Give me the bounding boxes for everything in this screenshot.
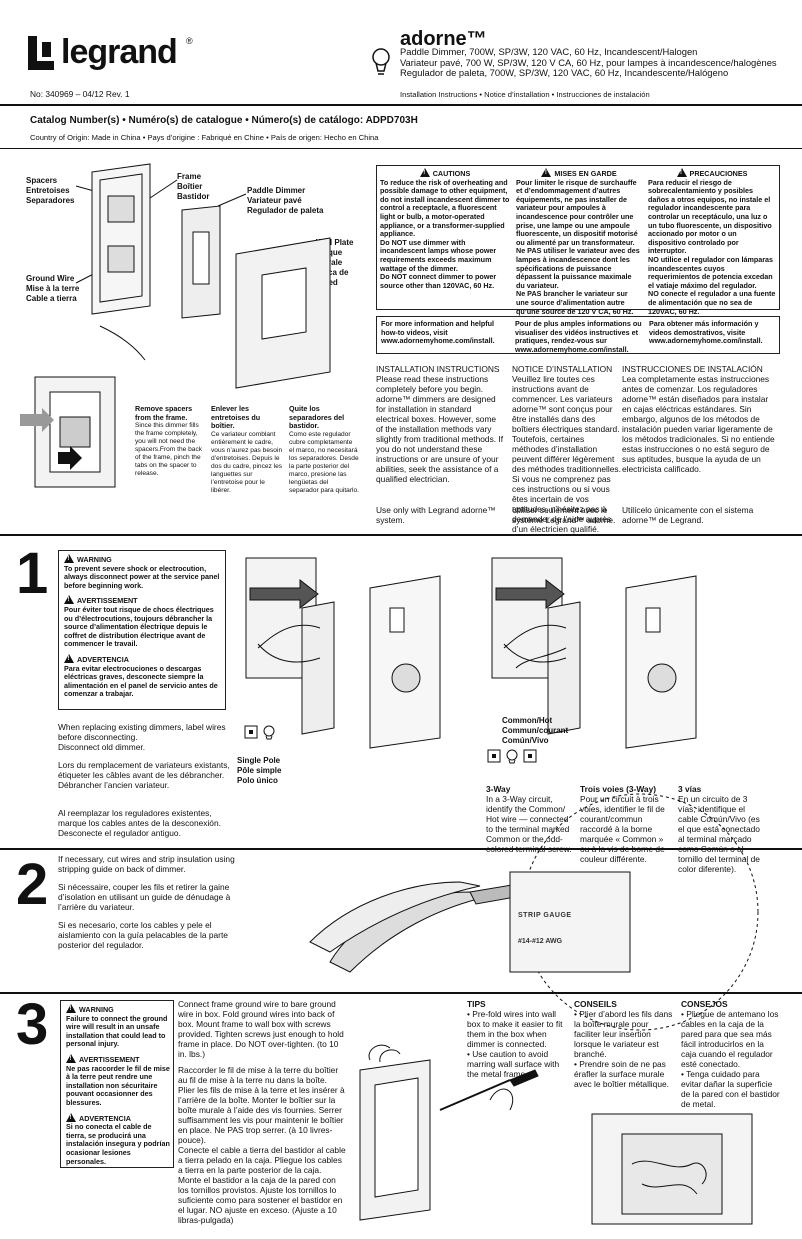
spacers-en: Since this dimmer fills the frame comple… <box>135 422 203 478</box>
threeway-diagram <box>476 548 736 749</box>
parts-diagram: Spacers Entretoises Separadores Frame Bo… <box>0 150 370 389</box>
step1-es: Al reemplazar los reguladores existentes… <box>58 808 221 838</box>
warning-icon <box>541 168 552 177</box>
intro-en-title: INSTALLATION INSTRUCTIONS <box>376 364 500 374</box>
spacers-fr-title: Enlever les entretoises du boîtier. <box>211 404 261 431</box>
tips-en-title: TIPS <box>467 999 486 1009</box>
product-name: adorne™ <box>400 28 487 50</box>
step1-w-es: Para evitar electrocuciones o descargas … <box>64 663 218 699</box>
frame-mount-illustration <box>340 1040 540 1230</box>
use-es: Utilícelo únicamente con el sistema ador… <box>622 505 754 525</box>
step3-en: Connect frame ground wire to bare ground… <box>178 999 344 1059</box>
label-spacers: Spacers Entretoises Separadores <box>26 176 75 205</box>
cautions-fr: Pour limiter le risque de surchauffe et … <box>516 177 640 316</box>
tips-en: • Pre-fold wires into wall box to make i… <box>467 1009 563 1079</box>
step2-en: If necessary, cut wires and strip insula… <box>58 854 235 874</box>
step1-w-fr: Pour éviter tout risque de chocs électri… <box>64 604 214 649</box>
strip-gauge-label: STRIP GAUGE <box>518 912 572 919</box>
legrand-logo: legrand ® <box>28 33 193 74</box>
intro-es-title: INSTRUCCIONES DE INSTALACIÓN <box>622 364 763 374</box>
stripper-illustration: STRIP GAUGE #14-#12 AWG <box>290 793 790 1031</box>
step3-es: Conecte el cable a tierra del bastidor a… <box>178 1145 346 1225</box>
tips-fr: • Plier d’abord les fils dans la boîte m… <box>574 1009 673 1089</box>
doc-number: No: 340969 – 04/12 Rev. 1 <box>30 89 130 99</box>
step3-w-es-title: ADVERTENCIA <box>79 1113 131 1123</box>
intro-es: Lea completamente estas instrucciones an… <box>622 374 775 474</box>
spacers-es-title: Quite los separadores del bastidor. <box>289 404 345 431</box>
step1-w-es-title: ADVERTENCIA <box>77 654 129 664</box>
intro-en: Please read these instructions completel… <box>376 374 504 484</box>
single-pole-label: Single Pole Pôle simple Polo único <box>237 756 282 785</box>
label-dimmer: Paddle Dimmer Variateur pavé Regulador d… <box>247 186 324 215</box>
cautions-es: Para reducir el riesgo de sobrecalentami… <box>648 177 776 316</box>
instructions-line: Installation Instructions • Notice d’ins… <box>400 90 650 99</box>
spacers-en-title: Remove spacers from the frame. <box>135 404 193 422</box>
step1-w-en-title: WARNING <box>77 555 112 564</box>
step1-warning-box: WARNING To prevent severe shock or elect… <box>58 550 226 710</box>
common-label: Common/Hot Commun/courant Común/Vivo <box>502 716 569 745</box>
step2-es: Si es necesario, corte los cables y pele… <box>58 920 228 950</box>
cautions-en-title: CAUTIONS <box>432 169 471 178</box>
single-pole-diagram <box>230 548 466 749</box>
cautions-fr-title: MISES EN GARDE <box>554 169 617 178</box>
use-fr: Utiliser seulement avec le système Legra… <box>512 505 616 525</box>
step-2-number: 2 <box>16 852 49 917</box>
use-en: Use only with Legrand adorne™ system. <box>376 505 496 525</box>
warning-icon <box>66 1004 76 1013</box>
step2-fr: Si nécessaire, couper les fils et retire… <box>58 882 231 912</box>
cautions-es-title: PRECAUCIONES <box>689 169 748 178</box>
spacer-illustration <box>20 372 125 492</box>
threeway-fr-title: Trois voies (3-Way) <box>580 784 657 794</box>
step1-w-en: To prevent severe shock or electrocution… <box>64 563 220 590</box>
threeway-es-title: 3 vías <box>678 784 702 794</box>
step3-w-es: Si no conecta el cable de tierra, se pro… <box>66 1122 170 1166</box>
warning-icon <box>64 554 74 563</box>
intro-fr-title: NOTICE D’INSTALLATION <box>512 364 613 374</box>
step1-w-fr-title: AVERTISSEMENT <box>77 596 138 606</box>
wall-box-closeup <box>572 1104 772 1230</box>
tips-es-title: CONSEJOS <box>681 999 728 1009</box>
warning-icon <box>66 1112 76 1122</box>
info-box: For more information and helpful how-to … <box>376 316 780 354</box>
catalog-line: Catalog Number(s) • Numéro(s) de catalog… <box>30 115 418 126</box>
label-frame: Frame Boîtier Bastidor <box>177 172 210 201</box>
intro-fr: Veuillez lire toutes ces instructions av… <box>512 374 621 534</box>
info-en: For more information and helpful how-to … <box>381 319 495 346</box>
step3-w-en-title: WARNING <box>79 1005 114 1014</box>
parts-drawing <box>75 163 331 389</box>
label-ground: Ground Wire Mise à la terre Cable a tier… <box>26 274 80 303</box>
threeway-en-title: 3-Way <box>486 784 511 794</box>
step3-w-fr: Ne pas raccorder le fil de mise à la ter… <box>66 1063 170 1107</box>
step3-warning-box: WARNING Failure to connect the ground wi… <box>60 1000 174 1168</box>
tips-fr-title: CONSEILS <box>574 999 617 1009</box>
warning-icon <box>64 595 74 605</box>
step3-w-en: Failure to connect the ground wire will … <box>66 1013 168 1049</box>
step3-w-fr-title: AVERTISSEMENT <box>79 1054 140 1064</box>
spacers-fr: Ce variateur comblant entièrement le cad… <box>211 430 283 494</box>
registered-mark: ® <box>186 36 193 46</box>
product-description: Paddle Dimmer, 700W, SP/3W, 120 VAC, 60 … <box>400 46 777 79</box>
cautions-en: To reduce the risk of overheating and po… <box>380 177 510 290</box>
warning-icon <box>64 653 74 663</box>
step1-fr: Lors du remplacement de variateurs exist… <box>58 760 230 790</box>
tips-es: • Pliegue de antemano los cables en la c… <box>681 1009 780 1109</box>
step3-fr: Raccorder le fil de mise à la terre du b… <box>178 1065 345 1145</box>
spacers-es: Como este regulador cubre completamente … <box>289 430 360 494</box>
cautions-box: CAUTIONS To reduce the risk of overheati… <box>376 165 780 315</box>
warning-icon <box>66 1053 76 1063</box>
info-fr: Pour de plus amples informations ou visu… <box>515 319 642 354</box>
step-1-number: 1 <box>16 541 49 606</box>
step1-en: When replacing existing dimmers, label w… <box>58 722 226 752</box>
warning-icon <box>676 168 687 177</box>
info-es: Para obtener más información y videos de… <box>649 319 763 346</box>
warning-icon <box>419 168 430 177</box>
brand-name: legrand <box>61 33 178 71</box>
awg-label: #14-#12 AWG <box>518 938 563 945</box>
country-origin: Country of Origin: Made in China • Pays … <box>30 133 379 142</box>
step-3-number: 3 <box>16 992 49 1057</box>
